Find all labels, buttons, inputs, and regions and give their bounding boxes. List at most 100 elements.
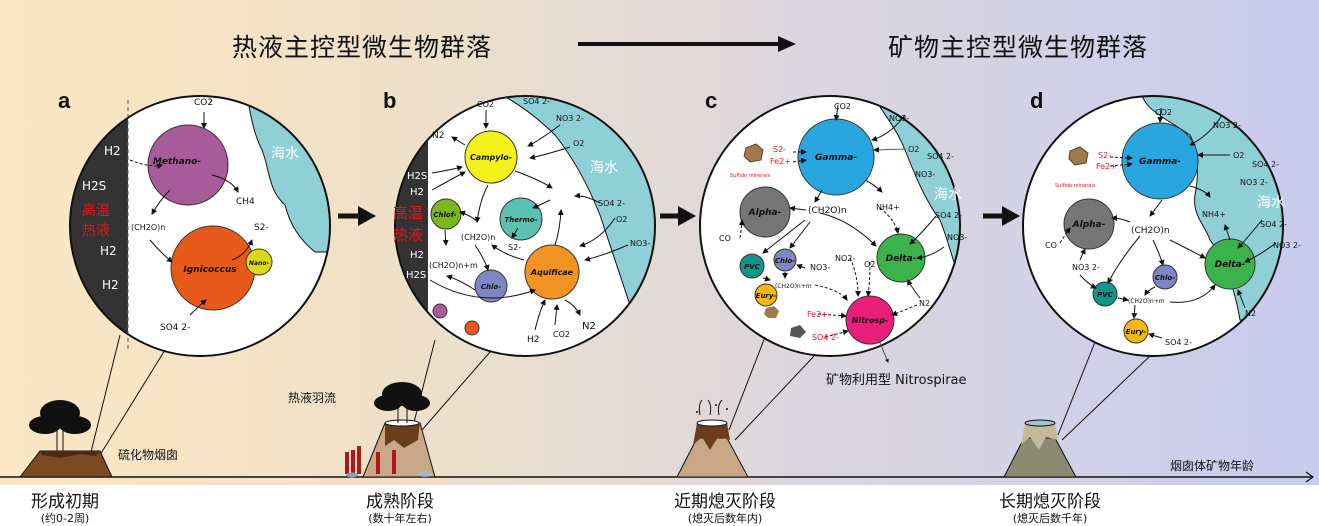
fes-mineral-icon xyxy=(1068,146,1089,166)
header-arrow-head xyxy=(778,36,796,52)
species-co2-a: CO2 xyxy=(194,98,213,108)
panel-label-b: b xyxy=(383,88,397,113)
organism-label-delta-d: Delta- xyxy=(1215,260,1246,270)
nitrospirae-callout: 矿物利用型 Nitrospirae xyxy=(826,373,967,388)
organism-eury xyxy=(1123,318,1149,344)
fluid-species-a-2: H2 xyxy=(100,244,117,258)
organism-aquificae xyxy=(524,244,580,300)
species-s2-c: S2- xyxy=(773,145,786,154)
species-n2-c: N2 xyxy=(919,299,930,308)
species-ch2o-c: (CH2O)n xyxy=(808,206,847,216)
species-nh4-c: NH4+ xyxy=(876,203,900,212)
annotation-axis-label: 烟囱体矿物年龄 xyxy=(1170,459,1255,473)
species-ch2o-nm-d: (CH2O)n+m xyxy=(1128,298,1165,305)
organism-label-delta: Delta- xyxy=(886,254,917,264)
species-no3-c-top: NO3- xyxy=(889,114,909,123)
organism-label-gamma-d: Gamma- xyxy=(1139,157,1181,167)
organism-label-alpha: Alpha- xyxy=(748,208,782,218)
fluid-label-a-0: 高温 xyxy=(82,202,110,219)
fe-mineral-icon xyxy=(764,306,779,318)
arrow-a-b xyxy=(338,206,376,226)
fluid-label-a-1: 热液 xyxy=(82,223,110,239)
organism-label-chlof: Chlof- xyxy=(433,211,456,219)
species-n2-b-bottom: N2 xyxy=(582,321,596,332)
stage-name-initial: 形成初期 xyxy=(31,492,99,512)
species-fe2-c: Fe2+ xyxy=(770,157,791,166)
species-so4-d-side: SO4 2- xyxy=(1260,220,1287,229)
arrow-c-d xyxy=(983,206,1020,226)
organism-label-gamma: Gamma- xyxy=(815,153,857,163)
stage-name-long-extinct: 长期熄灭阶段 xyxy=(999,492,1101,512)
title-mineral-community: 矿物主控型微生物群落 xyxy=(888,33,1149,62)
fluid-label-b-0: 高温 xyxy=(393,204,423,222)
organism-methano xyxy=(147,124,229,206)
organism-nano xyxy=(245,248,273,276)
panel-d xyxy=(1022,95,1284,357)
species-no3-d-mid: NO3 2- xyxy=(1240,178,1268,187)
timeline-axis-arrow-icon xyxy=(1305,471,1315,483)
species-o2-d: O2 xyxy=(1233,151,1244,160)
organism-thermo xyxy=(499,197,543,241)
species-no3-b-side: NO3- xyxy=(630,239,650,248)
species-co-d: CO xyxy=(1045,241,1057,250)
species-co-c: CO xyxy=(719,234,731,243)
title-hydrothermal-community: 热液主控型微生物群落 xyxy=(232,33,493,62)
organism-label-eury: Eury- xyxy=(756,292,777,300)
organism-pvc xyxy=(739,253,765,279)
fluid-species-a-0: H2 xyxy=(104,144,121,158)
stage-name-recent-extinct: 近期熄灭阶段 xyxy=(674,492,776,512)
organism-label-pvc-d: PVC xyxy=(1097,291,1114,299)
species-ch2o-nm-c: (CH2O)n+m xyxy=(775,283,812,290)
seawater-label-d: 海水 xyxy=(1257,195,1285,211)
organism-chlo xyxy=(474,269,508,303)
organism-label-ignicoccus: Ignicoccus xyxy=(183,265,237,275)
organism-label-eury-d: Eury- xyxy=(1126,328,1147,336)
fluid-species-a-3: H2 xyxy=(102,278,119,292)
species-so4-b-side: SO4 2- xyxy=(598,199,625,208)
panel-c xyxy=(699,95,961,363)
species-so4-c-lower: SO4 2- xyxy=(812,333,839,342)
recently-extinct-chimney-icon xyxy=(676,399,749,478)
organism-label-alpha-d: Alpha- xyxy=(1072,220,1106,230)
species-o2-b-top: O2 xyxy=(573,139,584,148)
organism-delta xyxy=(876,233,926,283)
organism-label-nano: Nano- xyxy=(249,260,269,267)
panel-b xyxy=(394,95,656,357)
organism-label-methano: Methano- xyxy=(153,157,201,167)
species-fe2-d: Fe2+ xyxy=(1096,162,1117,171)
species-n2-b: N2 xyxy=(432,131,444,141)
species-ch2o-b: (CH2O)n xyxy=(461,233,495,242)
organism-small-purple xyxy=(432,303,448,319)
organism-label-chlo-d: Chlo- xyxy=(1155,274,1175,282)
organism-label-aquificae: Aquificae xyxy=(530,268,574,277)
species-ch2o-d: (CH2O)n xyxy=(1131,226,1170,236)
species-s2-d: S2- xyxy=(1098,151,1111,160)
organism-label-pvc: PVC xyxy=(744,263,761,271)
species-no2-c: NO2- xyxy=(835,254,855,263)
fluid-species-a-1: H2S xyxy=(82,179,106,193)
fluid-species-b-1: H2 xyxy=(410,187,424,198)
species-no3-d-left: NO3 2- xyxy=(1072,263,1100,272)
species-ch2o-a: (CH2O)n xyxy=(131,223,165,232)
seawater-label-c: 海水 xyxy=(934,187,962,203)
long-extinct-chimney-icon xyxy=(1003,419,1077,478)
panel-label-a: a xyxy=(58,88,71,113)
species-o2-b-side: O2 xyxy=(616,215,627,224)
organism-chlo xyxy=(773,248,797,272)
species-s2-a: S2- xyxy=(254,223,269,233)
species-n2-d: N2 xyxy=(1245,309,1256,318)
mineral-label-d: Sulfide minerals xyxy=(1055,183,1096,189)
species-o2-c: O2 xyxy=(908,145,919,154)
species-ch2o-nm-b: (CH2O)n+m xyxy=(429,261,478,270)
fluid-species-b-3: H2S xyxy=(406,270,426,281)
species-ch4-a: CH4 xyxy=(236,197,255,207)
seawater-label-a: 海水 xyxy=(271,146,299,162)
species-s2-b: S2- xyxy=(508,243,521,252)
fluid-species-b-0: H2S xyxy=(407,171,427,182)
species-so4-b-top: SO4 2- xyxy=(523,97,550,106)
fluid-species-b-2: H2 xyxy=(410,250,424,261)
organism-label-chlo: Chlo- xyxy=(481,283,501,291)
organism-label-nitrosp: Nitrosp- xyxy=(852,316,889,325)
sulfide-chimney-icon xyxy=(18,400,113,478)
